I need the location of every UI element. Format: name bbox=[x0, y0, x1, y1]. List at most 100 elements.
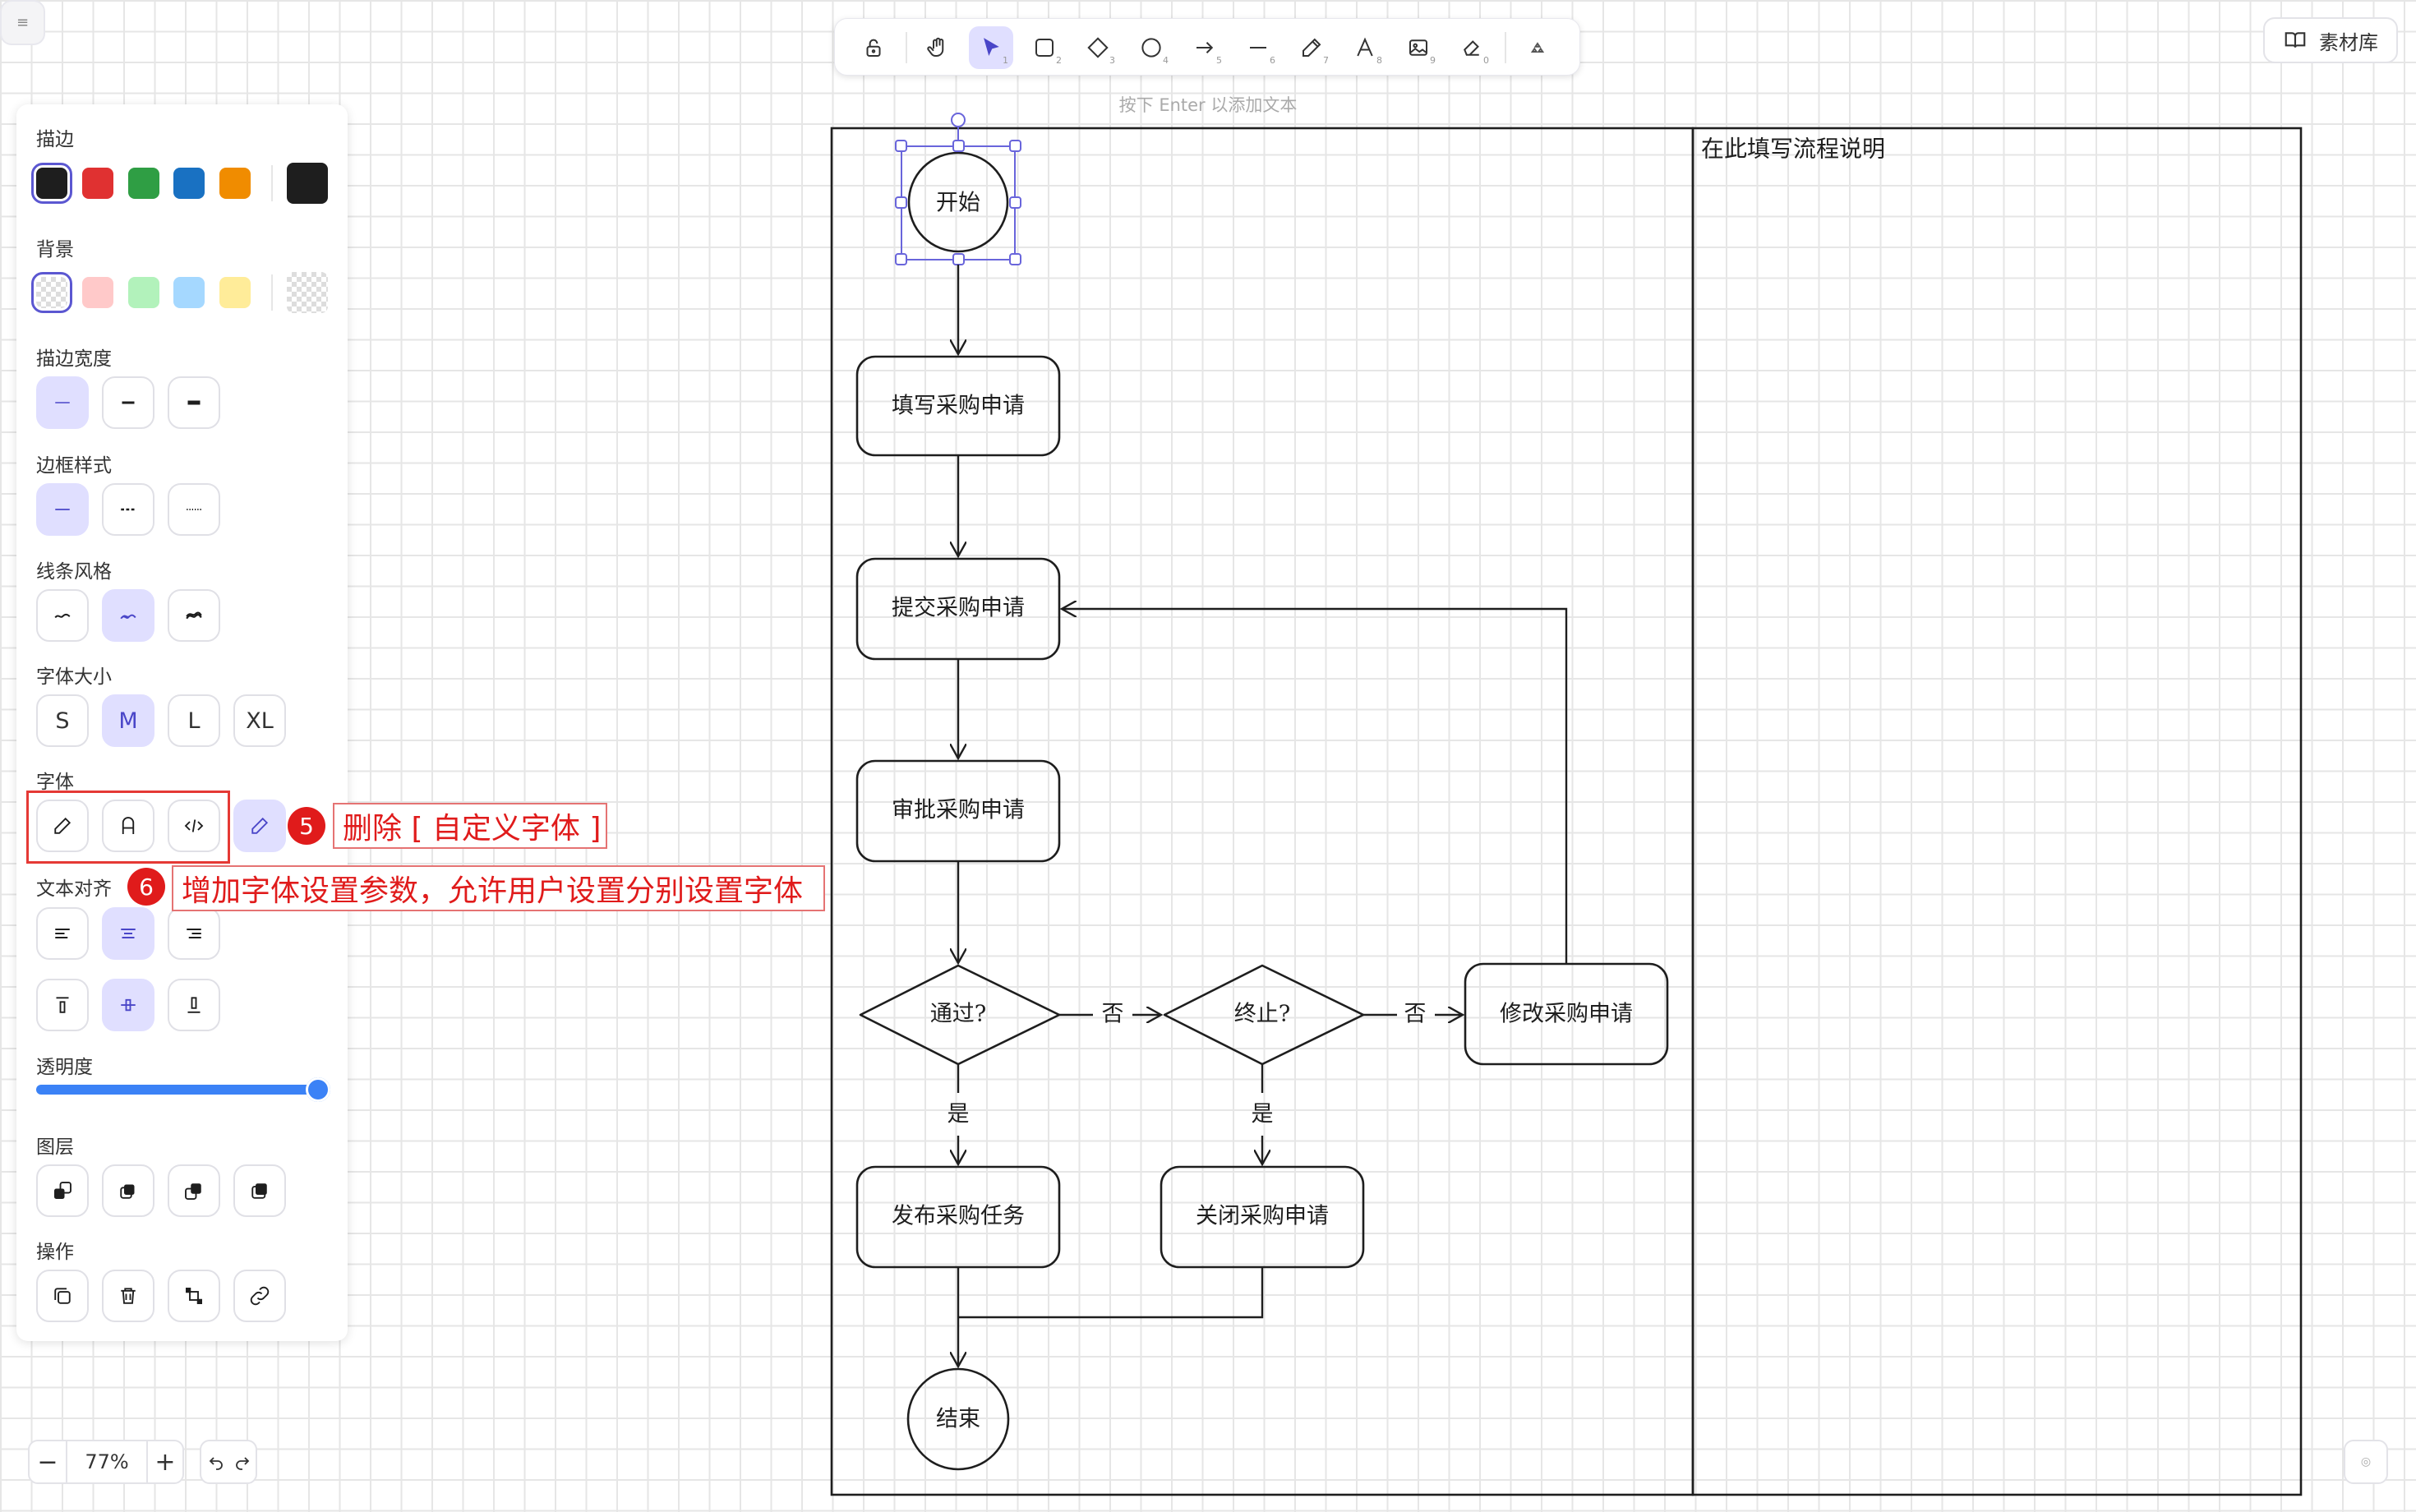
zoom-out-button[interactable]: − bbox=[37, 1447, 58, 1477]
bg-swatch-transparent[interactable] bbox=[31, 272, 72, 313]
link-button[interactable] bbox=[233, 1270, 286, 1322]
stroke-style-solid[interactable] bbox=[36, 483, 89, 536]
undo-icon bbox=[209, 1457, 223, 1470]
group-button[interactable] bbox=[168, 1270, 220, 1322]
end-node[interactable] bbox=[906, 1367, 1010, 1471]
duplicate-button[interactable] bbox=[36, 1270, 89, 1322]
shapes-icon bbox=[1530, 42, 1545, 53]
undo-button[interactable] bbox=[203, 1441, 229, 1482]
close-request-label: 关闭采购申请 bbox=[1196, 1204, 1329, 1229]
image-icon bbox=[1409, 39, 1427, 56]
font-size-m[interactable]: M bbox=[102, 694, 154, 747]
bring-to-front[interactable] bbox=[233, 1164, 286, 1217]
bg-swatch-blue[interactable] bbox=[173, 277, 205, 308]
arrow-modify-submit[interactable] bbox=[1062, 609, 1568, 964]
selection-tool[interactable]: 1 bbox=[969, 26, 1013, 69]
swimlane-right[interactable] bbox=[1691, 127, 2303, 1496]
font-hand-drawn[interactable] bbox=[36, 800, 89, 852]
selection-handles[interactable] bbox=[895, 113, 1021, 265]
background-label: 背景 bbox=[36, 239, 74, 260]
font-custom[interactable] bbox=[233, 800, 286, 852]
solid-line-icon bbox=[55, 509, 70, 510]
lock-tool[interactable] bbox=[851, 26, 896, 69]
ellipse-tool[interactable]: 4 bbox=[1129, 26, 1173, 69]
delete-button[interactable] bbox=[102, 1270, 154, 1322]
arrow-close-end[interactable] bbox=[958, 1267, 1264, 1319]
bring-forward-icon bbox=[185, 1183, 201, 1200]
main-menu-button[interactable]: ≡ bbox=[0, 0, 45, 45]
process-note[interactable]: 在此填写流程说明 bbox=[1701, 136, 1885, 163]
stroke-style-dashed[interactable] bbox=[102, 483, 154, 536]
bg-swatch-pink[interactable] bbox=[82, 277, 113, 308]
valign-middle[interactable] bbox=[102, 979, 154, 1031]
stroke-width-thin[interactable] bbox=[36, 376, 89, 429]
stroke-style-label: 边框样式 bbox=[36, 455, 112, 477]
bg-swatch-green[interactable] bbox=[128, 277, 159, 308]
annotation-6-label: 增加字体设置参数，允许用户设置分别设置字体 bbox=[172, 865, 825, 911]
stroke-swatch-black[interactable] bbox=[31, 163, 72, 204]
valign-top[interactable] bbox=[36, 979, 89, 1031]
pencil-icon bbox=[1303, 38, 1321, 57]
bg-current-color[interactable] bbox=[287, 272, 328, 313]
bring-forward[interactable] bbox=[168, 1164, 220, 1217]
more-tools[interactable] bbox=[1515, 26, 1560, 69]
start-node[interactable] bbox=[907, 151, 1009, 253]
library-button[interactable]: 素材库 bbox=[2263, 17, 2398, 63]
diamond-tool[interactable]: 3 bbox=[1076, 26, 1120, 69]
align-right[interactable] bbox=[168, 907, 220, 960]
send-to-back[interactable] bbox=[36, 1164, 89, 1217]
help-icon: ◎ bbox=[2360, 1455, 2372, 1468]
extra-bold-line-icon bbox=[187, 400, 201, 405]
zoom-in-button[interactable]: + bbox=[154, 1447, 176, 1477]
font-size-xl[interactable]: XL bbox=[233, 694, 286, 747]
sloppiness-architect[interactable] bbox=[36, 589, 89, 642]
help-button[interactable]: ◎ bbox=[2344, 1440, 2388, 1484]
rectangle-icon bbox=[1035, 39, 1054, 57]
stroke-style-dotted[interactable] bbox=[168, 483, 220, 536]
line-tool[interactable]: 6 bbox=[1236, 26, 1280, 69]
stroke-current-color[interactable] bbox=[287, 163, 328, 204]
annotation-font-highlight bbox=[26, 791, 230, 864]
align-left-icon bbox=[55, 929, 70, 938]
redo-button[interactable] bbox=[229, 1441, 256, 1482]
stroke-width-extra-bold[interactable] bbox=[168, 376, 220, 429]
rectangle-tool[interactable]: 2 bbox=[1022, 26, 1067, 69]
arrow-tool[interactable]: 5 bbox=[1183, 26, 1227, 69]
bg-swatch-yellow[interactable] bbox=[219, 277, 251, 308]
text-tool[interactable]: 8 bbox=[1343, 26, 1387, 69]
font-size-s[interactable]: S bbox=[36, 694, 89, 747]
link-icon bbox=[250, 1286, 270, 1306]
sloppiness-cartoonist[interactable] bbox=[168, 589, 220, 642]
stroke-swatch-blue[interactable] bbox=[173, 168, 205, 199]
hand-tool[interactable] bbox=[915, 26, 960, 69]
align-center-icon bbox=[121, 929, 136, 938]
image-tool[interactable]: 9 bbox=[1396, 26, 1441, 69]
stroke-swatch-green[interactable] bbox=[128, 168, 159, 199]
code-icon bbox=[184, 819, 204, 832]
hand-icon bbox=[927, 37, 944, 57]
font-size-l[interactable]: L bbox=[168, 694, 220, 747]
valign-bottom[interactable] bbox=[168, 979, 220, 1031]
align-left[interactable] bbox=[36, 907, 89, 960]
opacity-slider-track[interactable] bbox=[36, 1085, 325, 1095]
opacity-slider-thumb[interactable] bbox=[306, 1077, 330, 1102]
send-backward[interactable] bbox=[102, 1164, 154, 1217]
submit-request-label: 提交采购申请 bbox=[892, 596, 1025, 621]
actions-label: 操作 bbox=[36, 1242, 74, 1263]
stroke-swatch-red[interactable] bbox=[82, 168, 113, 199]
dotted-line-icon bbox=[187, 509, 201, 510]
align-center[interactable] bbox=[102, 907, 154, 960]
font-code[interactable] bbox=[168, 800, 220, 852]
stroke-width-bold[interactable] bbox=[102, 376, 154, 429]
duplicate-icon bbox=[54, 1288, 71, 1304]
zoom-level[interactable]: 77% bbox=[85, 1450, 129, 1473]
history-controls bbox=[200, 1440, 257, 1484]
bring-front-icon bbox=[251, 1183, 267, 1199]
draw-tool[interactable]: 7 bbox=[1289, 26, 1334, 69]
font-normal[interactable] bbox=[102, 800, 154, 852]
line-icon bbox=[1250, 47, 1266, 48]
sloppiness-artist[interactable] bbox=[102, 589, 154, 642]
stroke-swatch-orange[interactable] bbox=[219, 168, 251, 199]
eraser-tool[interactable]: 0 bbox=[1450, 26, 1494, 69]
